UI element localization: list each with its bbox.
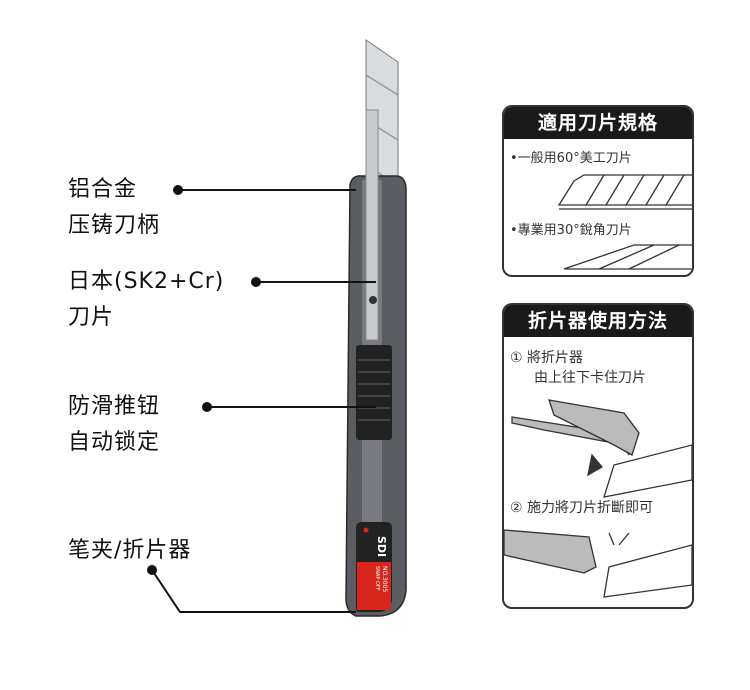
brand-logo: SDI <box>375 536 388 558</box>
model-number: NO.3005 <box>381 566 388 593</box>
model-subtext: SNAP OFF <box>374 566 380 591</box>
usage-drawing <box>504 399 692 598</box>
blade-spec-30: •專業用30°銳角刀片 <box>510 223 632 238</box>
step1-line1: ① 將折片器 <box>510 350 584 366</box>
panel-title: 折片器使用方法 <box>504 305 692 337</box>
slider-button <box>356 345 392 440</box>
callout-slider: 防滑推钮自动锁定 <box>68 389 160 461</box>
callout-text: 笔夹/折片器 <box>68 538 192 563</box>
callout-aluminum-handle: 铝合金压铸刀柄 <box>68 172 160 244</box>
blade-60-drawing <box>557 174 692 270</box>
step2-text: ② 施力將刀片折斷即可 <box>510 500 654 516</box>
callout-text: 自动锁定 <box>68 430 161 455</box>
callout-text: 日本(SK2+Cr) <box>68 269 225 294</box>
panel-snapper-usage: 折片器使用方法 ① 將折片器 由上往下卡住刀片 ② 施力將刀片折斷即可 <box>502 303 694 609</box>
callout-text: 防滑推钮 <box>68 394 161 419</box>
callout-clip: 笔夹/折片器 <box>68 533 191 569</box>
callout-text: 铝合金 <box>68 177 138 202</box>
blade-spec-60: •一般用60°美工刀片 <box>510 151 632 166</box>
step1-line2: 由上往下卡住刀片 <box>534 370 646 386</box>
callout-text: 压铸刀柄 <box>68 213 161 238</box>
callout-lines <box>151 189 376 613</box>
callout-text: 刀片 <box>68 305 115 330</box>
panel-blade-specs: 適用刀片規格 •一般用60°美工刀片 •專業用30°銳角刀片 <box>502 105 694 277</box>
panel-title: 適用刀片規格 <box>504 107 692 139</box>
callout-blade: 日本(SK2+Cr) 刀片 <box>68 264 224 336</box>
